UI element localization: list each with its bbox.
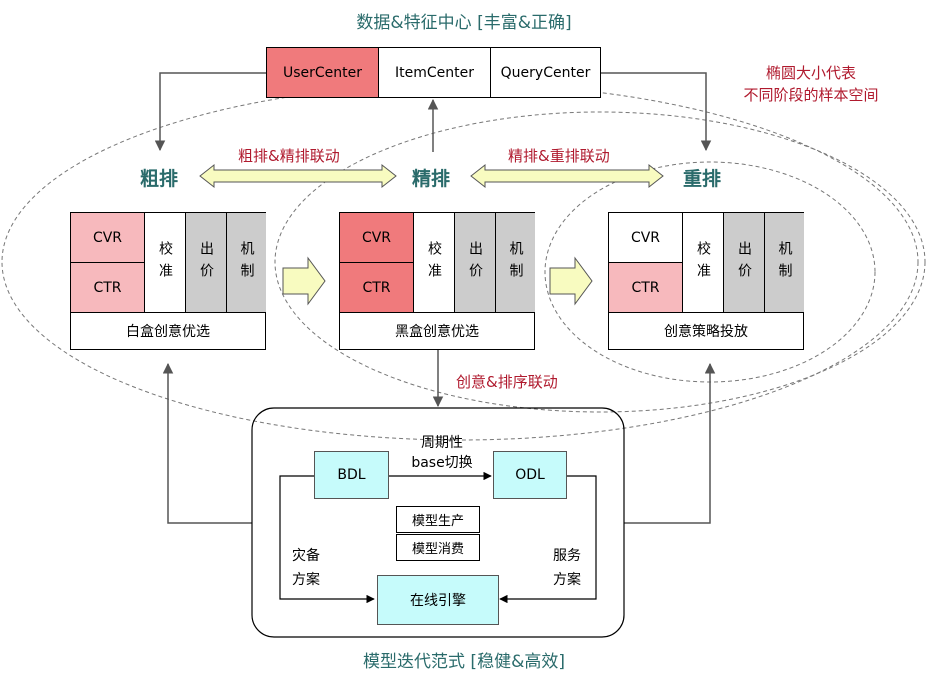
base-switch-line2: base切换 <box>411 455 473 471</box>
coarse-fine-link-label: 粗排&精排联动 <box>238 147 340 165</box>
module-strategy-cvr: CVR <box>609 213 683 263</box>
base-switch-label: 周期性 base切换 <box>396 433 488 473</box>
coarse-fine-link-arrow <box>199 163 397 189</box>
creative-rank-link-label: 创意&排序联动 <box>456 373 558 391</box>
pipeline-container <box>251 407 625 638</box>
fine-rerank-link-arrow <box>470 163 664 189</box>
module-whitebox-bid: 出价 <box>185 213 227 313</box>
model-iteration-title: 模型迭代范式 [稳健&高效] <box>363 652 565 672</box>
model-consume-box: 模型消费 <box>396 534 480 561</box>
module-strategy-mech: 机制 <box>764 213 804 313</box>
module-whitebox-calib: 校准 <box>144 213 186 313</box>
module-strategy: CVR CTR 校准 出价 机制 创意策略投放 <box>608 212 804 350</box>
bdl-box: BDL <box>314 451 389 499</box>
user-center-cell: UserCenter <box>267 48 379 97</box>
stage-coarse: 粗排 <box>140 168 179 190</box>
module-blackbox-bid: 出价 <box>454 213 496 313</box>
base-switch-line1: 周期性 <box>421 435 463 451</box>
module-whitebox-mech: 机制 <box>226 213 266 313</box>
module-whitebox: CVR CTR 校准 出价 机制 白盒创意优选 <box>70 212 266 350</box>
sample-space-ellipse-fine <box>274 111 926 413</box>
ellipse-note-line2: 不同阶段的样本空间 <box>743 86 879 104</box>
fine-rerank-link-label: 精排&重排联动 <box>508 147 610 165</box>
stage-rerank: 重排 <box>683 168 722 190</box>
usercenter-to-coarse-arrow <box>154 72 266 152</box>
item-center-cell: ItemCenter <box>379 48 491 97</box>
pipeline-to-rerank-arrow <box>624 362 716 524</box>
service-line2: 方案 <box>553 572 581 588</box>
data-feature-center-title: 数据&特征中心 [丰富&正确] <box>356 13 572 33</box>
service-line1: 服务 <box>553 548 581 564</box>
ellipse-note-line1: 椭圆大小代表 <box>765 64 856 82</box>
stage-fine: 精排 <box>412 168 451 190</box>
module-blackbox-caption: 黑盒创意优选 <box>395 324 479 340</box>
ellipse-note: 椭圆大小代表 不同阶段的样本空间 <box>728 62 894 106</box>
querycenter-to-rerank-arrow <box>601 72 712 152</box>
disaster-plan-label: 灾备 方案 <box>292 544 320 592</box>
module-blackbox-calib: 校准 <box>413 213 455 313</box>
module-strategy-ctr: CTR <box>609 263 683 313</box>
disaster-line1: 灾备 <box>292 548 320 564</box>
module-blackbox-mech: 机制 <box>495 213 535 313</box>
module-whitebox-ctr: CTR <box>71 263 145 313</box>
module1-to-module2-arrow <box>282 256 326 306</box>
disaster-path <box>279 475 375 604</box>
odl-box: ODL <box>493 451 567 499</box>
module-whitebox-caption: 白盒创意优选 <box>126 324 210 340</box>
service-path <box>499 475 597 604</box>
online-engine-box: 在线引擎 <box>377 575 499 625</box>
model-produce-box: 模型生产 <box>396 506 480 533</box>
module-strategy-caption: 创意策略投放 <box>664 324 748 340</box>
module2-to-module3-arrow <box>549 256 593 306</box>
module-blackbox-ctr: CTR <box>340 263 414 313</box>
module-blackbox-cvr: CVR <box>340 213 414 263</box>
pipeline-to-coarse-arrow <box>162 362 252 524</box>
query-center-cell: QueryCenter <box>491 48 600 97</box>
centers-bar: UserCenter ItemCenter QueryCenter <box>266 47 601 98</box>
module-blackbox: CVR CTR 校准 出价 机制 黑盒创意优选 <box>339 212 535 350</box>
module-whitebox-cvr: CVR <box>71 213 145 263</box>
module-strategy-bid: 出价 <box>723 213 765 313</box>
module-strategy-calib: 校准 <box>682 213 724 313</box>
service-plan-label: 服务 方案 <box>553 544 581 592</box>
disaster-line2: 方案 <box>292 572 320 588</box>
